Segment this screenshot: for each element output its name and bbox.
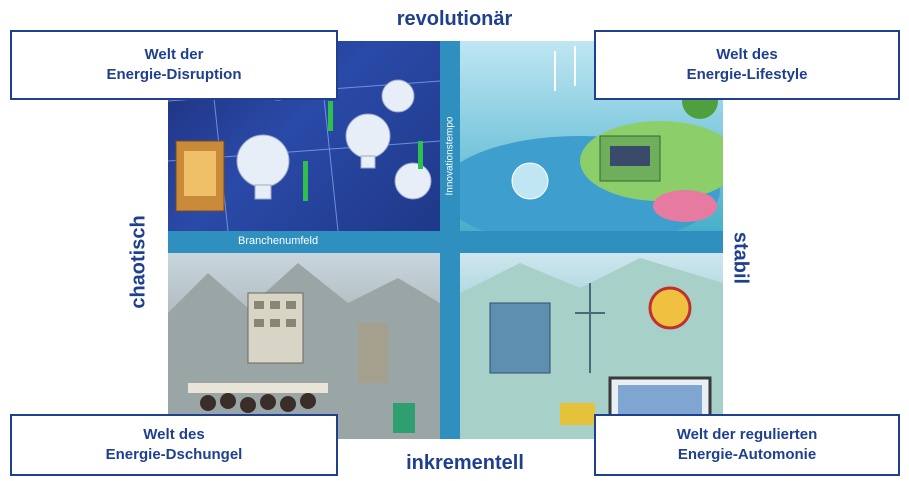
world-box-line2: Energie-Disruption (106, 66, 242, 83)
world-box-top-right: Welt des Energie-Lifestyle (594, 30, 900, 100)
world-box-line2: Energie-Lifestyle (686, 66, 808, 83)
horizontal-bar-label: Branchenumfeld (238, 235, 319, 247)
axis-label-bottom: inkrementell (406, 452, 524, 474)
quadrant-autonomy-illustration (460, 253, 723, 439)
world-box-line1: Welt der (144, 46, 204, 63)
axis-label-right: stabil (729, 231, 752, 285)
horizontal-axis-bar (168, 231, 723, 253)
world-box-bottom-left: Welt des Energie-Dschungel (10, 414, 338, 476)
world-box-top-left: Welt der Energie-Disruption (10, 30, 338, 100)
world-box-line1: Welt des (716, 46, 778, 63)
world-box-line2: Energie-Automonie (677, 446, 817, 463)
quadrant-lifestyle-illustration (460, 41, 723, 231)
axis-label-top: revolutionär (396, 8, 513, 30)
world-box-line1: Welt des (143, 426, 205, 443)
world-box-bottom-right: Welt der regulierten Energie-Automonie (594, 414, 900, 476)
world-box-line1: Welt der regulierten (676, 426, 818, 443)
vertical-bar-label: Innovationstempo (444, 116, 456, 196)
axis-label-left: chaotisch (127, 215, 150, 309)
world-box-line2: Energie-Dschungel (105, 446, 243, 463)
scenario-matrix: Branchenumfeld Innovationstempo (168, 41, 723, 439)
quadrant-jungle-illustration (168, 253, 440, 439)
